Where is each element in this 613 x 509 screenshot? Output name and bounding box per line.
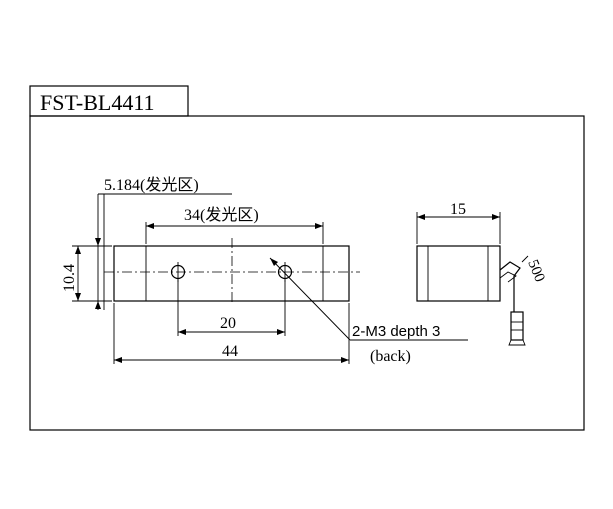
- connector: [510, 311, 524, 341]
- dim-emitting-length: 34(发光区): [145, 206, 324, 244]
- dim-side-width: 15: [416, 201, 501, 244]
- front-view: [104, 238, 360, 305]
- height-label: 10.4: [61, 264, 78, 292]
- thread-leader: 2-M3 depth 3 (back): [269, 257, 468, 365]
- emitting-length-label: 34(发光区): [184, 206, 259, 224]
- hole-spacing-label: 20: [220, 315, 236, 332]
- side-width-label: 15: [450, 201, 466, 218]
- front-view-outline: [113, 245, 350, 302]
- dim-emitting-width: 5.184(发光区): [95, 176, 232, 310]
- thread-note: 2-M3 depth 3: [352, 323, 440, 340]
- cable-length-label: 500: [524, 258, 547, 285]
- dim-height: 10.4: [61, 245, 112, 302]
- dim-cable-length: 500: [521, 255, 548, 285]
- model-label: FST-BL4411: [40, 90, 155, 115]
- dim-hole-spacing: 20: [177, 280, 286, 336]
- drawing-frame: [29, 115, 585, 431]
- dim-total-length: 44: [113, 303, 350, 364]
- cable: [499, 261, 521, 312]
- total-length-label: 44: [222, 343, 238, 360]
- side-view-outline: [416, 245, 501, 302]
- side-view: [416, 245, 526, 346]
- emitting-width-label: 5.184(发光区): [104, 176, 199, 194]
- back-note: (back): [370, 348, 411, 365]
